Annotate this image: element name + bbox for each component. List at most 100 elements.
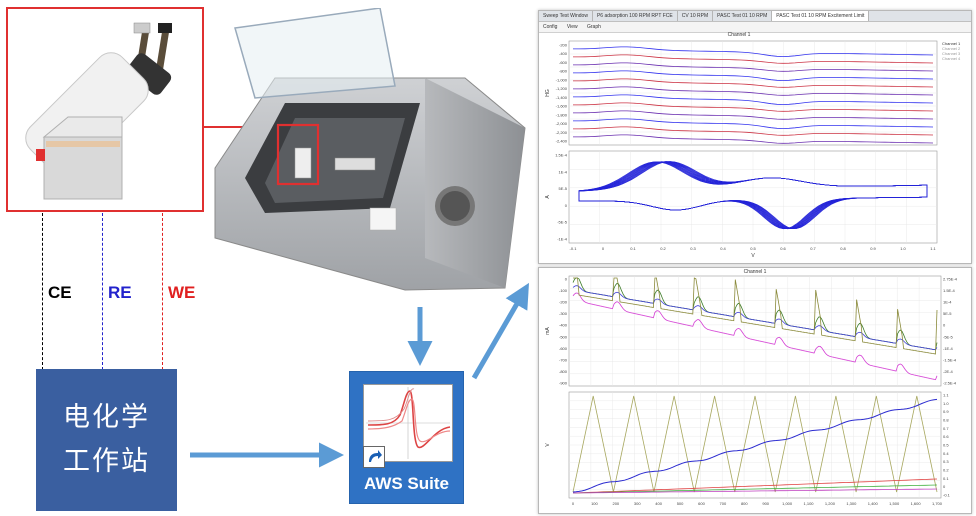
re-label: RE — [108, 283, 132, 302]
tab-3[interactable]: CV 10 RPM — [678, 11, 714, 21]
x-tick-label: 1,600 — [911, 501, 922, 506]
aws-suite-label: AWS Suite — [363, 474, 449, 493]
y-tick-label: 0.7 — [943, 426, 949, 431]
legend-item[interactable]: Channel 2 — [942, 46, 961, 51]
legend-item[interactable]: Channel 1 — [942, 41, 961, 46]
plot-frame — [568, 275, 942, 387]
x-tick-label: 200 — [612, 501, 619, 506]
workstation-label-line1: 电化学 — [63, 402, 150, 433]
y-tick-label: -800 — [559, 369, 568, 374]
axis-label: A — [545, 195, 551, 199]
time-plots: 0-100-200-300-400-500-600-700-800-9002.7… — [545, 275, 958, 506]
y-tick-label: 1.5E-4 — [943, 288, 956, 293]
tab-2[interactable]: P6 adsorption 100 RPM RPT FCE — [593, 11, 678, 21]
y-tick-label: -1E-4 — [943, 346, 954, 351]
sweep-series — [573, 86, 934, 96]
x-tick-label: 0.4 — [720, 246, 726, 251]
x-tick-label: 0.5 — [750, 246, 756, 251]
we-lead-line — [162, 213, 163, 370]
tab-4[interactable]: PASC Test 01 10 RPM — [713, 11, 773, 21]
y-tick-label: -400 — [559, 51, 568, 56]
x-tick-label: 1,000 — [782, 501, 793, 506]
y-tick-label: 0.3 — [943, 459, 949, 464]
electrochemical-instrument-photo — [214, 8, 526, 291]
y-tick-label: -900 — [559, 381, 568, 386]
y-tick-label: 0 — [943, 323, 946, 328]
y-tick-label: -300 — [559, 311, 568, 316]
y-tick-label: -2.5E-4 — [943, 381, 957, 386]
legend-item[interactable]: Channel 4 — [942, 56, 961, 61]
tab-5[interactable]: PASC Test 01 10 RPM Excitement Limit — [772, 11, 870, 21]
y-tick-label: -100 — [559, 288, 568, 293]
y-tick-label: 0.5 — [943, 443, 949, 448]
shortcut-arrow-icon — [363, 446, 385, 468]
sweep-series — [573, 70, 934, 81]
y-tick-label: 2.75E-4 — [943, 277, 958, 282]
axis-label: V — [751, 253, 755, 259]
y-tick-label: -5E-5 — [943, 334, 954, 339]
legend-item[interactable]: Channel 3 — [942, 51, 961, 56]
x-tick-label: 600 — [698, 501, 705, 506]
y-tick-label: 0.1 — [943, 476, 949, 481]
menu-config[interactable]: Config — [543, 24, 558, 30]
x-tick-label: 900 — [762, 501, 769, 506]
y-tick-label: -1,800 — [556, 112, 568, 117]
x-tick-label: 0.3 — [690, 246, 696, 251]
x-tick-label: -0.1 — [570, 246, 578, 251]
x-tick-label: 1.1 — [930, 246, 936, 251]
cv-plots: -200-400-600-800-1,000-1,200-1,400-1,600… — [545, 40, 938, 259]
x-tick-label: 800 — [741, 501, 748, 506]
y-tick-label: -2E-4 — [943, 369, 954, 374]
y-tick-label: 5E-5 — [559, 186, 568, 191]
y-tick-label: 0 — [565, 203, 568, 208]
x-tick-label: 700 — [720, 501, 727, 506]
x-tick-label: 0.9 — [870, 246, 876, 251]
y-tick-label: 0.4 — [943, 451, 949, 456]
potential-time-plot: 1.11.00.90.80.70.60.50.40.30.20.10-0.1V0… — [545, 391, 951, 506]
y-tick-label: -1.5E-4 — [943, 357, 957, 362]
x-tick-label: 1,500 — [889, 501, 900, 506]
sweep-series — [573, 78, 934, 88]
sweep-series — [573, 110, 934, 120]
channel-legend: Channel 1 Channel 2 Channel 3 Channel 4 — [942, 41, 970, 61]
current-time-plot: 0-100-200-300-400-500-600-700-800-9002.7… — [545, 275, 958, 387]
aux-series — [572, 478, 938, 494]
x-tick-label: 1,100 — [804, 501, 815, 506]
x-tick-label: 0 — [572, 501, 575, 506]
y-tick-label: -600 — [559, 60, 568, 65]
x-tick-label: 400 — [655, 501, 662, 506]
y-tick-label: -200 — [559, 43, 568, 48]
cv-cycle — [578, 161, 928, 230]
x-tick-label: 0.8 — [840, 246, 846, 251]
x-tick-label: 300 — [634, 501, 641, 506]
x-tick-label: 1,700 — [932, 501, 943, 506]
sweep-series — [573, 62, 934, 72]
y-tick-label: -5E-5 — [557, 220, 568, 225]
y-tick-label: -1,400 — [556, 95, 568, 100]
arrow-software-to-results — [471, 282, 530, 380]
electrochemical-workstation-box: 电化学 工作站 — [36, 369, 177, 511]
x-tick-label: 1,200 — [825, 501, 836, 506]
menu-graph[interactable]: Graph — [586, 24, 601, 30]
y-tick-label: 0.6 — [943, 434, 949, 439]
y-tick-label: 0.9 — [943, 409, 949, 414]
upper-sweep-plot: -200-400-600-800-1,000-1,200-1,400-1,600… — [545, 40, 938, 146]
current-series — [572, 285, 938, 351]
aux-series — [572, 488, 938, 494]
aws-suite-desktop-icon[interactable]: AWS Suite — [349, 371, 464, 504]
y-tick-label: -400 — [559, 323, 568, 328]
sweep-series — [573, 46, 934, 57]
sweep-series — [573, 94, 934, 105]
y-tick-label: 0 — [565, 277, 568, 282]
x-tick-label: 1,300 — [846, 501, 857, 506]
workstation-label-line2: 工作站 — [63, 446, 150, 477]
tab-1[interactable]: Sweep Test Window — [539, 11, 593, 21]
sweep-series — [573, 126, 934, 136]
y-tick-label: -1E-4 — [557, 237, 568, 242]
menu-view[interactable]: View — [566, 24, 578, 30]
y-tick-label: 0 — [943, 484, 946, 489]
we-label: WE — [168, 283, 196, 302]
